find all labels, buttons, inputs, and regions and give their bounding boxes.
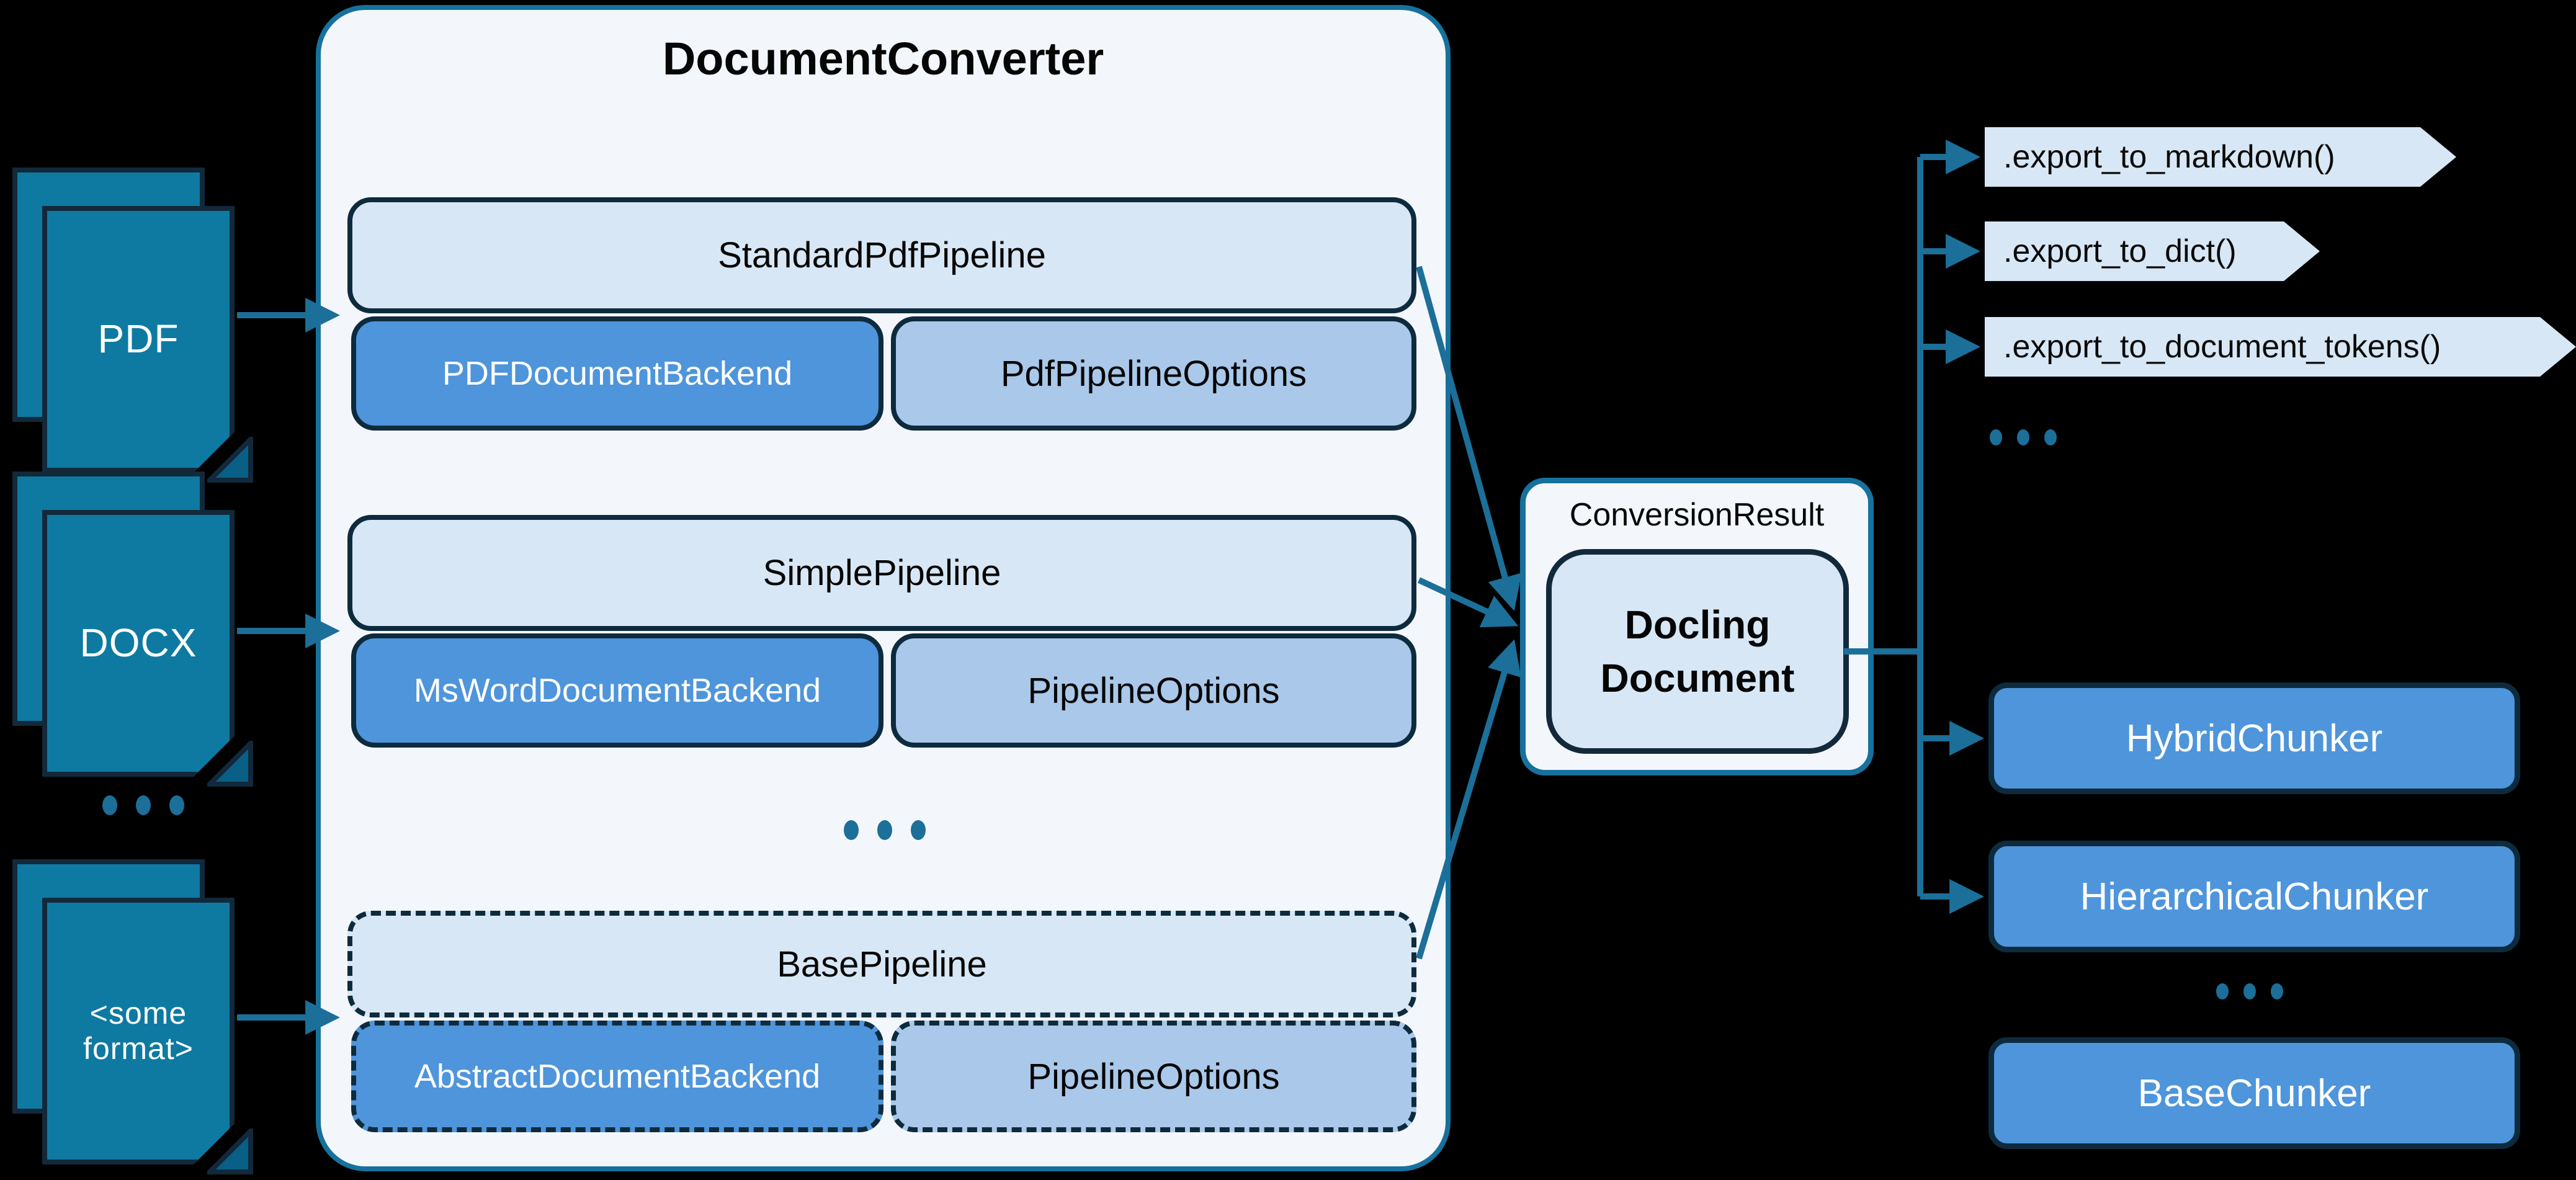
hybrid-chunker-label: HybridChunker (2126, 717, 2383, 760)
export-to-document-tokens-label: .export_to_document_tokens() (2003, 329, 2441, 365)
hybrid-chunker-box: HybridChunker (1988, 682, 2520, 794)
msword-document-backend-label: MsWordDocumentBackend (413, 672, 821, 709)
docling-document-label-line2: Document (1600, 656, 1795, 700)
docx-documents-icon: DOCX (12, 472, 253, 787)
base-pipeline-options-box: PipelineOptions (891, 1021, 1416, 1132)
document-converter-title: DocumentConverter (662, 33, 1104, 84)
export-to-document-tokens-tag: .export_to_document_tokens() (1985, 317, 2576, 377)
base-pipeline-box: BasePipeline (347, 911, 1416, 1017)
pdf-front-page: PDF (42, 206, 235, 473)
standard-pdf-pipeline-box: StandardPdfPipeline (347, 197, 1416, 313)
pipeline-options-box: PipelineOptions (891, 633, 1416, 748)
base-chunker-box: BaseChunker (1988, 1037, 2520, 1149)
abstract-document-backend-box: AbstractDocumentBackend (351, 1021, 883, 1132)
pdf-pipeline-options-box: PdfPipelineOptions (891, 316, 1416, 431)
conversion-result-label: ConversionResult (1569, 497, 1825, 533)
some-format-label-line1: <some (89, 995, 187, 1030)
pdf-document-backend-label: PDFDocumentBackend (442, 355, 793, 392)
pipeline-options-label: PipelineOptions (1027, 670, 1280, 711)
some-format-front-page: <some format> (42, 898, 235, 1164)
base-pipeline-label: BasePipeline (777, 944, 987, 985)
pdf-pipeline-options-label: PdfPipelineOptions (1000, 353, 1307, 394)
page-fold-icon (207, 1129, 253, 1174)
exports-ellipsis (1982, 429, 2064, 445)
pdf-document-backend-box: PDFDocumentBackend (351, 316, 883, 431)
page-fold-icon (207, 437, 253, 483)
docling-document-label-line1: Docling (1624, 602, 1771, 647)
abstract-document-backend-label: AbstractDocumentBackend (414, 1058, 821, 1095)
export-to-markdown-tag: .export_to_markdown() (1985, 127, 2456, 187)
simple-pipeline-to-result-arrow (1417, 577, 1519, 628)
chunkers-ellipsis (2209, 983, 2291, 999)
msword-document-backend-box: MsWordDocumentBackend (351, 633, 883, 748)
docx-front-page: DOCX (42, 510, 235, 777)
standard-pdf-pipeline-label: StandardPdfPipeline (718, 235, 1046, 275)
simple-pipeline-box: SimplePipeline (347, 515, 1416, 631)
pdf-label: PDF (97, 316, 179, 362)
base-pipeline-to-result-arrow (1416, 639, 1521, 960)
converter-ellipsis (834, 820, 935, 840)
inputs-ellipsis (93, 795, 194, 815)
docx-label: DOCX (79, 620, 197, 666)
hierarchical-chunker-box: HierarchicalChunker (1988, 841, 2520, 952)
export-to-dict-label: .export_to_dict() (2003, 233, 2237, 269)
some-format-label-line2: format> (83, 1031, 194, 1066)
standard-pipeline-to-result-arrow (1416, 266, 1522, 611)
hierarchical-chunker-label: HierarchicalChunker (2080, 875, 2429, 918)
page-fold-icon (207, 741, 253, 787)
pdf-documents-icon: PDF (12, 168, 253, 483)
export-to-dict-tag: .export_to_dict() (1985, 221, 2320, 281)
base-pipeline-options-label: PipelineOptions (1027, 1056, 1280, 1097)
base-chunker-label: BaseChunker (2137, 1071, 2371, 1115)
export-to-markdown-label: .export_to_markdown() (2003, 139, 2335, 175)
some-format-documents-icon: <some format> (12, 859, 253, 1174)
simple-pipeline-label: SimplePipeline (763, 553, 1001, 593)
